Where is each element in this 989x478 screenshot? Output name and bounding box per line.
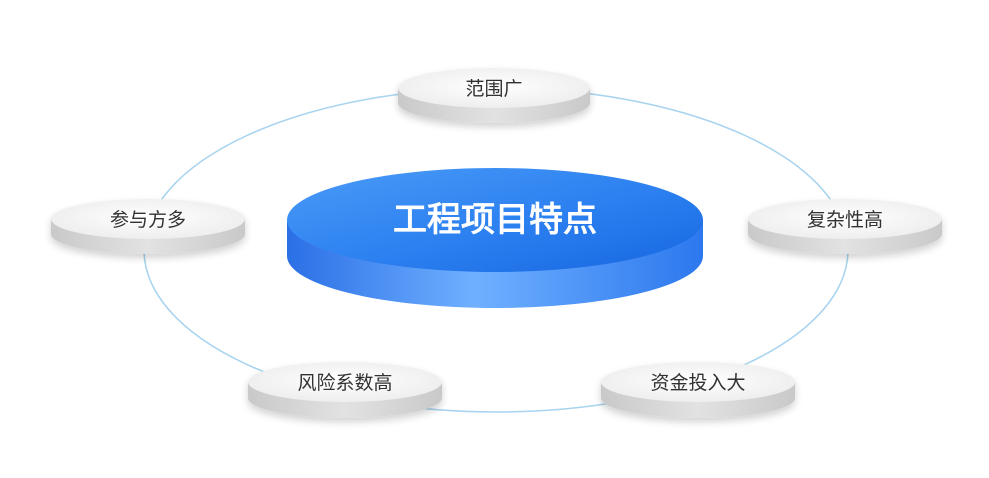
center-title: 工程项目特点	[393, 200, 597, 240]
node-complexity: 复杂性高	[748, 199, 942, 254]
node-participants: 参与方多	[51, 199, 245, 254]
node-scope: 范围广	[398, 68, 590, 123]
node-complexity-label: 复杂性高	[807, 209, 883, 231]
node-investment: 资金投入大	[601, 362, 795, 418]
node-risk-label: 风险系数高	[297, 372, 392, 394]
node-investment-label: 资金投入大	[650, 372, 745, 394]
node-risk: 风险系数高	[248, 362, 442, 418]
node-scope-label: 范围广	[465, 78, 522, 100]
node-participants-label: 参与方多	[110, 209, 186, 231]
center-disc: 工程项目特点	[287, 168, 703, 308]
